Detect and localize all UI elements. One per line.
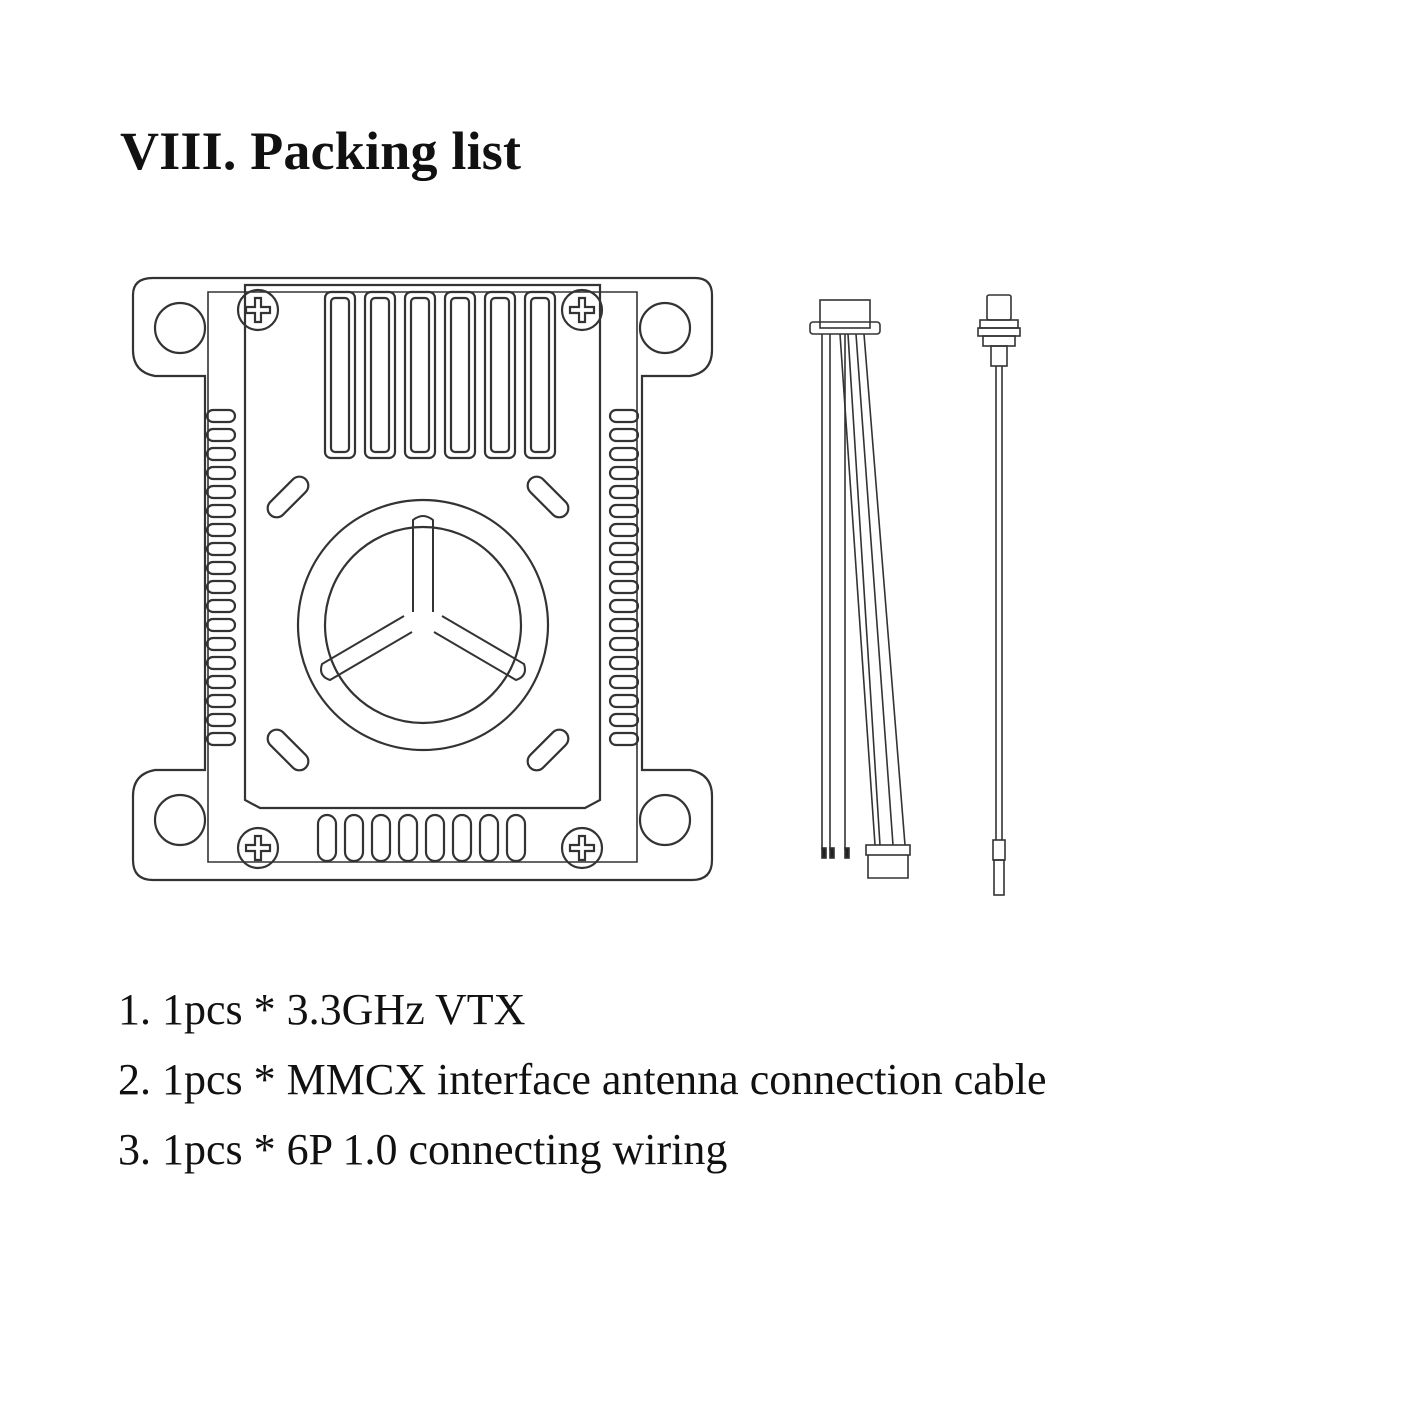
cooling-fin — [205, 655, 237, 671]
bottom-slot — [316, 813, 338, 863]
screw-cross-icon — [568, 834, 596, 862]
vent-slot — [483, 290, 517, 460]
cooling-fin — [205, 484, 237, 500]
vent-slot-inner — [409, 296, 431, 454]
bottom-slot — [451, 813, 473, 863]
cooling-fin — [205, 731, 237, 747]
cooling-fin — [608, 712, 640, 728]
cooling-fin — [205, 446, 237, 462]
list-item: 2. 1pcs * MMCX interface antenna connect… — [118, 1055, 1047, 1104]
bottom-slot — [424, 813, 446, 863]
cooling-fin — [608, 674, 640, 690]
vent-slot — [323, 290, 357, 460]
cooling-fin — [608, 655, 640, 671]
cooling-fin — [608, 446, 640, 462]
oval-slot — [266, 728, 310, 772]
bottom-slot — [343, 813, 365, 863]
cooling-fin — [608, 693, 640, 709]
bottom-slot — [505, 813, 527, 863]
cooling-fin — [608, 560, 640, 576]
cooling-fin — [205, 560, 237, 576]
list-item: 3. 1pcs * 6P 1.0 connecting wiring — [118, 1125, 728, 1174]
packing-list: 1. 1pcs * 3.3GHz VTX 2. 1pcs * MMCX inte… — [118, 975, 1047, 1185]
cooling-fin — [608, 598, 640, 614]
cooling-fin — [205, 693, 237, 709]
bottom-slot — [397, 813, 419, 863]
screw-cross-icon — [244, 834, 272, 862]
vent-slot-inner — [449, 296, 471, 454]
vent-slot-inner — [369, 296, 391, 454]
vent-slot — [403, 290, 437, 460]
cooling-fin — [608, 579, 640, 595]
screw-cross-icon — [244, 296, 272, 324]
oval-slot — [526, 475, 570, 519]
oval-slot — [266, 475, 310, 519]
cooling-fin — [608, 484, 640, 500]
cooling-fin — [608, 503, 640, 519]
cooling-fin — [608, 522, 640, 538]
cooling-fin — [608, 427, 640, 443]
cooling-fin — [608, 465, 640, 481]
cooling-fin — [205, 636, 237, 652]
mmcx-antenna-cable-icon — [977, 294, 1021, 896]
list-item: 1. 1pcs * 3.3GHz VTX — [118, 985, 526, 1034]
cooling-fin — [205, 522, 237, 538]
cooling-fin — [205, 674, 237, 690]
cooling-fin — [205, 541, 237, 557]
cooling-fin — [205, 579, 237, 595]
screw-icon — [236, 288, 280, 332]
vent-slot — [443, 290, 477, 460]
screw-icon — [560, 288, 604, 332]
cooling-fin — [205, 465, 237, 481]
screw-cross-icon — [568, 296, 596, 324]
cooling-fin — [608, 541, 640, 557]
vtx-unit-icon — [131, 276, 714, 882]
cooling-fin — [205, 427, 237, 443]
cooling-fin — [205, 503, 237, 519]
section-title: VIII. Packing list — [120, 121, 522, 181]
cooling-fin — [205, 712, 237, 728]
vent-slot — [363, 290, 397, 460]
cooling-fin — [608, 408, 640, 424]
vent-slot-inner — [329, 296, 351, 454]
bottom-slot — [370, 813, 392, 863]
screw-icon — [560, 826, 604, 870]
screw-icon — [236, 826, 280, 870]
vent-slot-inner — [489, 296, 511, 454]
cooling-fin — [205, 598, 237, 614]
cooling-fin — [608, 617, 640, 633]
6p-wiring-icon — [809, 299, 911, 879]
cooling-fin — [205, 408, 237, 424]
cooling-fin — [205, 617, 237, 633]
oval-slot — [526, 728, 570, 772]
vent-slot — [523, 290, 557, 460]
vent-slot-inner — [529, 296, 551, 454]
cooling-fin — [608, 731, 640, 747]
cooling-fin — [608, 636, 640, 652]
bottom-slot — [478, 813, 500, 863]
